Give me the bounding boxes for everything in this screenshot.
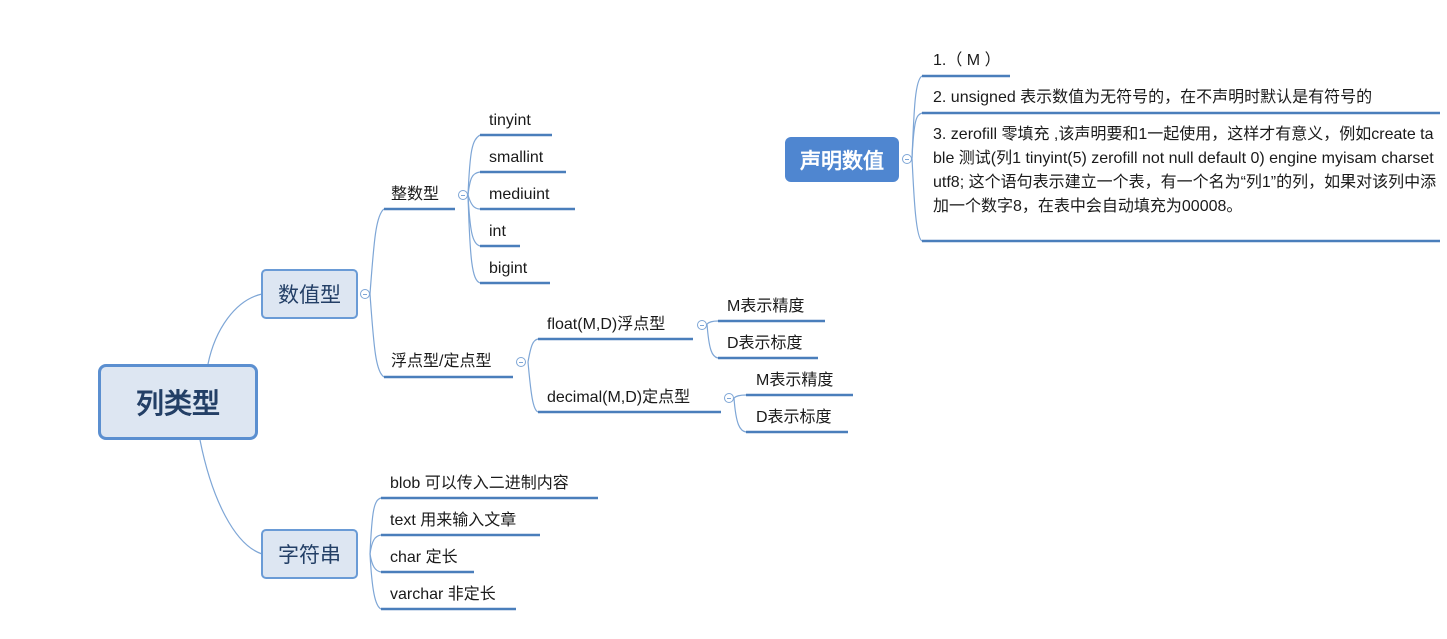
connector-decimal-2 [733, 397, 747, 433]
string-item-char[interactable]: char 定长 [390, 549, 458, 566]
connector-string-3 [369, 553, 382, 573]
declare-collapse-icon[interactable] [902, 154, 912, 164]
connector-integer-2 [467, 171, 481, 196]
integer-node[interactable]: 整数型 [391, 186, 440, 203]
connector-floatfixed-float [527, 338, 539, 363]
connector-integer-5 [467, 194, 481, 284]
string-item-text[interactable]: text 用来输入文章 [390, 512, 517, 529]
connector-numeric-float [369, 293, 385, 378]
declare-node[interactable]: 声明数值 [785, 137, 899, 182]
integer-item-bigint[interactable]: bigint [489, 260, 528, 277]
integer-item-mediuint[interactable]: mediuint [489, 186, 550, 203]
decimal-item-d[interactable]: D表示标度 [756, 409, 832, 426]
float-item-d[interactable]: D表示标度 [727, 335, 803, 352]
connector-decimal-1 [733, 394, 747, 399]
integer-item-tinyint[interactable]: tinyint [489, 112, 531, 129]
declare-item-zerofill[interactable]: 3. zerofill 零填充 ,该声明要和1一起使用，这样才有意义，例如cre… [933, 126, 1437, 215]
connector-floatfixed-decimal [527, 361, 539, 413]
root-node[interactable]: 列类型 [98, 364, 258, 440]
integer-collapse-icon[interactable] [458, 190, 468, 200]
float-node[interactable]: float(M,D)浮点型 [547, 316, 666, 333]
connector-root-numeric [207, 293, 263, 365]
connector-root-string [199, 439, 263, 555]
declare-item-m[interactable]: 1.（ M ） [933, 52, 1001, 69]
declare-item-unsigned[interactable]: 2. unsigned 表示数值为无符号的，在不声明时默认是有符号的 [933, 89, 1373, 106]
connector-declare-3 [911, 157, 923, 242]
float-fixed-collapse-icon[interactable] [516, 357, 526, 367]
string-node[interactable]: 字符串 [261, 529, 358, 579]
connector-integer-1 [467, 134, 481, 196]
decimal-node[interactable]: decimal(M,D)定点型 [547, 389, 691, 406]
string-item-varchar[interactable]: varchar 非定长 [390, 586, 496, 603]
connector-string-4 [369, 553, 382, 610]
connector-declare-2 [911, 112, 923, 159]
float-collapse-icon[interactable] [697, 320, 707, 330]
numeric-collapse-icon[interactable] [360, 289, 370, 299]
float-fixed-node[interactable]: 浮点型/定点型 [391, 353, 492, 370]
connector-numeric-integer [369, 208, 385, 295]
connector-string-1 [369, 497, 382, 555]
integer-item-smallint[interactable]: smallint [489, 149, 544, 166]
numeric-node[interactable]: 数值型 [261, 269, 358, 319]
connector-string-2 [369, 534, 382, 555]
string-item-blob[interactable]: blob 可以传入二进制内容 [390, 475, 569, 492]
connector-float-1 [706, 320, 719, 325]
connector-float-2 [706, 323, 719, 359]
float-item-m[interactable]: M表示精度 [727, 298, 805, 315]
decimal-collapse-icon[interactable] [724, 393, 734, 403]
connector-integer-3 [467, 194, 481, 210]
integer-item-int[interactable]: int [489, 223, 506, 240]
decimal-item-m[interactable]: M表示精度 [756, 372, 834, 389]
